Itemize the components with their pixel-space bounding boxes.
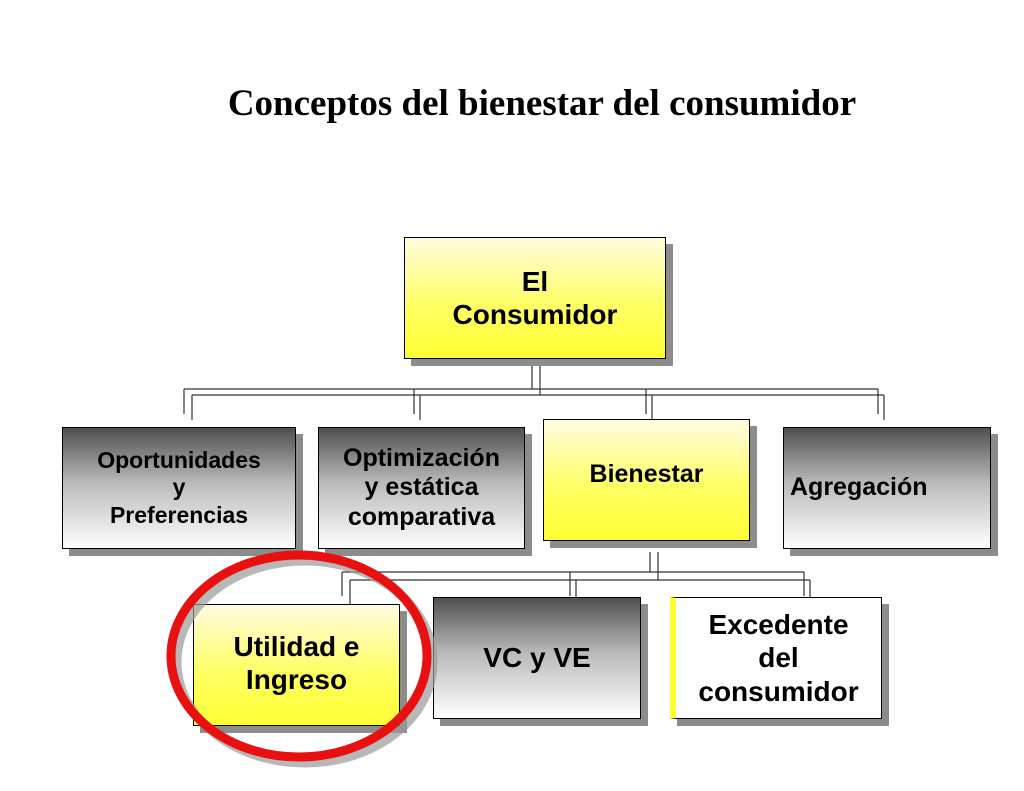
page-title: Conceptos del bienestar del consumidor [227, 83, 857, 124]
node-label: Optimización y estática comparativa [343, 443, 500, 531]
node-label: Excedente del consumidor [698, 609, 859, 707]
node-el-consumidor: El Consumidor [404, 237, 666, 359]
node-label: Utilidad e Ingreso [233, 631, 360, 696]
node-label: El Consumidor [452, 265, 618, 330]
node-label: Agregación [790, 473, 928, 502]
node-utilidad-ingreso: Utilidad e Ingreso [193, 604, 400, 726]
node-label: Bienestar [589, 460, 704, 488]
node-vc-ve: VC y VE [433, 597, 641, 719]
node-oportunidades-preferencias: Oportunidades y Preferencias [62, 427, 296, 549]
node-label: VC y VE [483, 642, 591, 674]
node-excedente-consumidor: Excedente del consumidor [670, 597, 882, 719]
node-optimizacion: Optimización y estática comparativa [318, 427, 525, 549]
node-agregacion: Agregación [783, 427, 991, 549]
node-bienestar: Bienestar [543, 419, 750, 541]
node-label: Oportunidades y Preferencias [97, 447, 261, 528]
